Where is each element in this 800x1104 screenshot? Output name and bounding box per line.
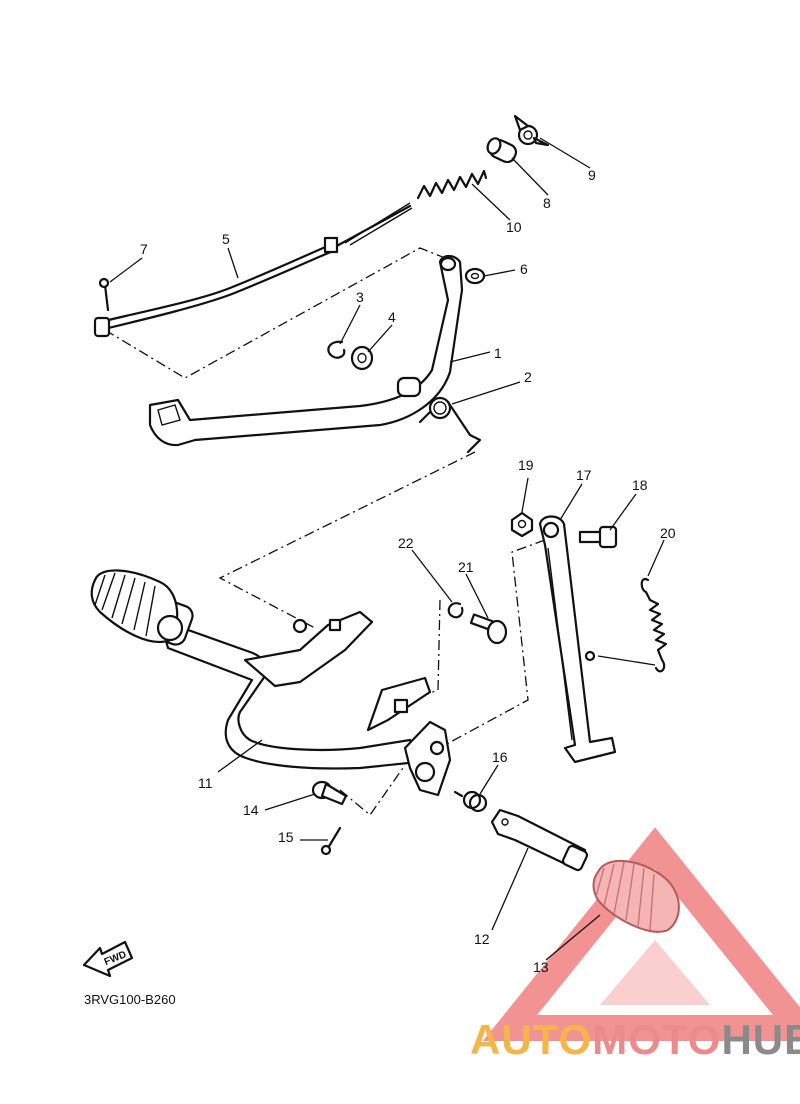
brake-pedal-1 [148, 254, 464, 447]
washer-6 [464, 267, 486, 285]
callout-15: 15 [278, 829, 294, 845]
callout-1: 1 [494, 345, 502, 361]
callout-9: 9 [588, 167, 596, 183]
side-stand-17 [538, 515, 617, 764]
leader-lines [109, 137, 665, 961]
callout-5: 5 [222, 231, 230, 247]
callout-16: 16 [492, 749, 508, 765]
assembly-lines [104, 247, 546, 816]
callout-22: 22 [398, 535, 414, 551]
bolt-21 [469, 613, 508, 645]
cotter-pin-7 [98, 277, 110, 312]
watermark-text: AUTOMOTOHUB [470, 1016, 800, 1063]
callout-3: 3 [356, 289, 364, 305]
joint-8 [486, 137, 518, 164]
rod-collar [323, 236, 339, 254]
diagram-code: 3RVG100-B260 [84, 992, 176, 1007]
callout-6: 6 [520, 261, 528, 277]
callout-7: 7 [140, 241, 148, 257]
svg-text:AUTOMOTOHUB: AUTOMOTOHUB [470, 1016, 800, 1063]
spring-2 [418, 396, 482, 454]
watermark-moto: MOTO [592, 1016, 721, 1063]
watermark-auto: AUTO [470, 1016, 592, 1063]
callout-21: 21 [458, 559, 474, 575]
shaft-12 [490, 808, 589, 872]
washer-4 [350, 345, 374, 371]
callout-4: 4 [388, 309, 396, 325]
rod-clevis [93, 316, 111, 338]
callout-13: 13 [533, 959, 549, 975]
cotter-pin-15 [320, 826, 342, 856]
circlip-22 [447, 602, 464, 619]
callout-2: 2 [524, 369, 532, 385]
callout-numbers: 1 2 3 4 5 6 7 8 9 10 11 12 13 14 15 16 1… [140, 167, 676, 975]
callout-10: 10 [506, 219, 522, 235]
callout-8: 8 [543, 195, 551, 211]
callout-17: 17 [576, 467, 592, 483]
bolt-18 [578, 525, 618, 549]
callout-14: 14 [243, 802, 259, 818]
callout-18: 18 [632, 477, 648, 493]
fwd-arrow: FWD [82, 940, 134, 978]
wing-nut-9 [513, 114, 550, 147]
spring-16 [453, 790, 488, 813]
callout-12: 12 [474, 931, 490, 947]
pin-14 [311, 780, 348, 806]
watermark-hub: HUB [721, 1016, 800, 1063]
circlip-3 [327, 340, 346, 359]
foot-rubber-13 [592, 860, 680, 933]
spring-10 [416, 169, 488, 200]
main-stand-11 [90, 569, 452, 797]
callout-19: 19 [518, 457, 534, 473]
brake-rod [93, 202, 413, 338]
spring-20 [584, 577, 668, 673]
nut-19 [510, 511, 534, 538]
callout-11: 11 [198, 775, 213, 791]
callout-20: 20 [660, 525, 676, 541]
watermark-logo [482, 827, 800, 1041]
